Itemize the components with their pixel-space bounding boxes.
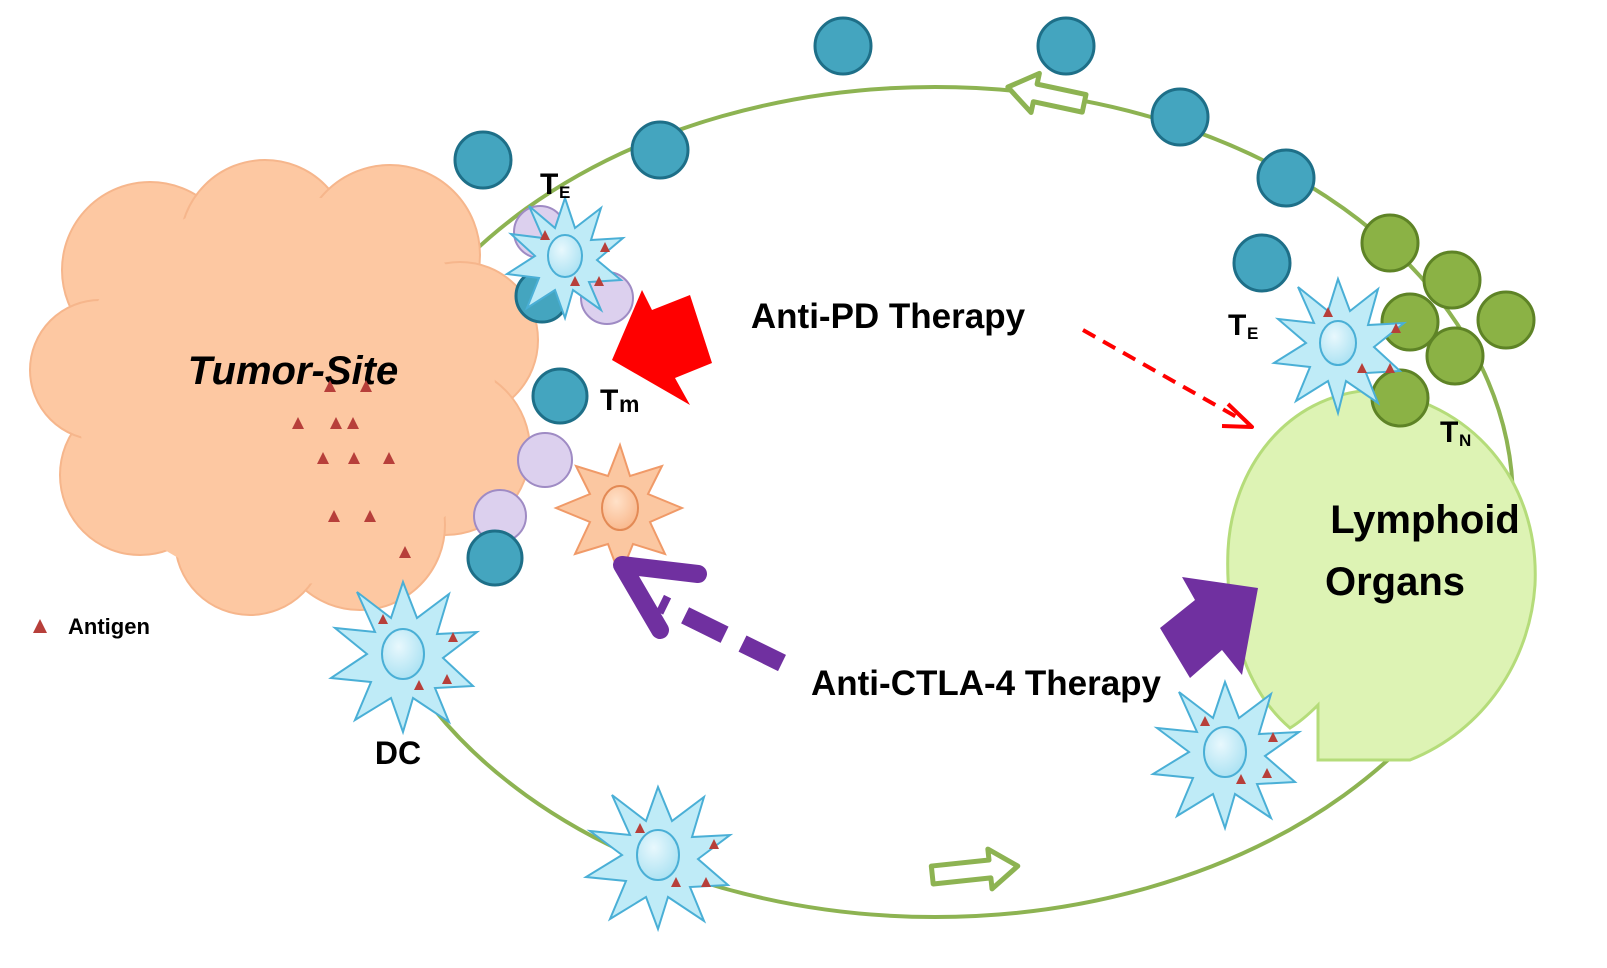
anti-pd-block-arrow: [612, 290, 712, 405]
label-te-tumor: T E: [540, 168, 570, 202]
te-tumor-sub: E: [559, 183, 570, 202]
anti-ctla4-label: Anti-CTLA-4 Therapy: [811, 664, 1162, 703]
dendritic-cell-bottom: [582, 784, 734, 933]
dendritic-cell-lymphoid-bottom: [1149, 679, 1303, 832]
dc-label: DC: [375, 735, 421, 771]
tumor-site-label: Tumor-Site: [188, 349, 398, 393]
anti-pd-dashed-arrow: [1082, 328, 1243, 422]
tumor-antigens: [292, 380, 411, 558]
antigen-legend-label: Antigen: [68, 614, 150, 639]
anti-ctla4-block-arrow: [1160, 577, 1258, 678]
flow-arrow-top: [1005, 70, 1089, 115]
lymphoid-label-line2: Organs: [1325, 560, 1465, 604]
dendritic-cell-dc: [328, 579, 481, 736]
dendritic-cell-te-lymphoid: [1271, 275, 1408, 417]
te-tumor-main: T: [540, 168, 558, 201]
label-tn: T N: [1440, 416, 1471, 450]
antigen-legend-icon: [33, 619, 47, 633]
te-lymphoid-main: T: [1228, 309, 1246, 342]
anti-ctla4-dashed-arrowhead: [613, 556, 707, 639]
tm-sub: m: [619, 391, 639, 417]
tn-sub: N: [1459, 431, 1471, 450]
flow-arrow-bottom: [928, 846, 1021, 892]
activated-t-cell: [553, 442, 685, 579]
label-te-lymphoid: T E: [1228, 309, 1258, 343]
tumor-site-cloud: [29, 159, 539, 616]
antigen-legend: Antigen: [33, 614, 150, 639]
label-tm: T m: [600, 384, 639, 417]
anti-pd-dashed-arrowhead: [1221, 402, 1254, 429]
lymphoid-organs: [1226, 388, 1537, 762]
anti-ctla4-dashed-arrow: [656, 594, 786, 672]
tm-main: T: [600, 384, 618, 417]
dendritic-cell-te-tumor: [504, 194, 626, 322]
anti-pd-label: Anti-PD Therapy: [751, 297, 1026, 336]
lymphoid-label-line1: Lymphoid: [1330, 498, 1520, 542]
naive-t-cells: [1360, 213, 1536, 428]
tn-main: T: [1440, 416, 1458, 449]
te-lymphoid-sub: E: [1247, 324, 1258, 343]
effector-t-cells-circulating: [453, 16, 1316, 293]
